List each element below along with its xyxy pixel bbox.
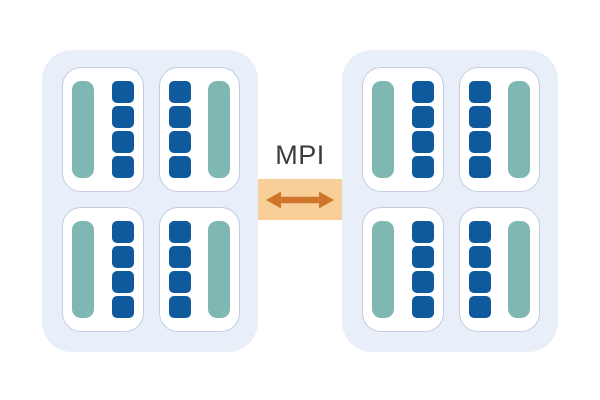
core-column: [168, 221, 191, 318]
core-square: [111, 106, 134, 128]
core-square: [168, 296, 191, 318]
cpu-bar: [372, 221, 394, 318]
core-square: [411, 131, 434, 153]
core-square: [411, 156, 434, 178]
double-arrow-icon: [266, 191, 334, 208]
core-column: [411, 221, 434, 318]
core-square: [168, 81, 191, 103]
core-square: [168, 221, 191, 243]
socket: [362, 207, 444, 332]
mpi-label: MPI: [275, 140, 325, 170]
core-square: [411, 221, 434, 243]
mpi-interconnect: MPI: [258, 0, 342, 400]
core-square: [168, 246, 191, 268]
cpu-bar: [208, 81, 230, 178]
core-square: [468, 271, 491, 293]
core-square: [168, 106, 191, 128]
core-column: [111, 221, 134, 318]
core-square: [468, 156, 491, 178]
core-square: [111, 81, 134, 103]
core-square: [468, 106, 491, 128]
core-square: [468, 221, 491, 243]
core-square: [168, 271, 191, 293]
core-column: [111, 81, 134, 178]
cpu-bar: [372, 81, 394, 178]
socket: [62, 67, 144, 192]
socket: [458, 207, 540, 332]
core-square: [468, 131, 491, 153]
core-square: [411, 296, 434, 318]
core-square: [168, 156, 191, 178]
core-square: [111, 131, 134, 153]
core-square: [111, 156, 134, 178]
core-column: [468, 81, 491, 178]
socket: [362, 67, 444, 192]
core-column: [468, 221, 491, 318]
core-square: [111, 221, 134, 243]
core-square: [468, 81, 491, 103]
core-square: [111, 271, 134, 293]
compute-node-left: [42, 50, 258, 352]
core-square: [411, 81, 434, 103]
core-square: [468, 246, 491, 268]
cpu-bar: [208, 221, 230, 318]
core-square: [111, 246, 134, 268]
cpu-bar: [72, 221, 94, 318]
socket: [158, 207, 240, 332]
cpu-bar: [508, 81, 530, 178]
core-square: [411, 246, 434, 268]
core-square: [411, 106, 434, 128]
core-square: [111, 296, 134, 318]
mpi-band: [258, 179, 342, 220]
core-square: [411, 271, 434, 293]
core-column: [411, 81, 434, 178]
socket: [158, 67, 240, 192]
socket: [458, 67, 540, 192]
cpu-bar: [72, 81, 94, 178]
socket: [62, 207, 144, 332]
core-column: [168, 81, 191, 178]
core-square: [468, 296, 491, 318]
compute-node-right: [342, 50, 558, 352]
cpu-bar: [508, 221, 530, 318]
core-square: [168, 131, 191, 153]
